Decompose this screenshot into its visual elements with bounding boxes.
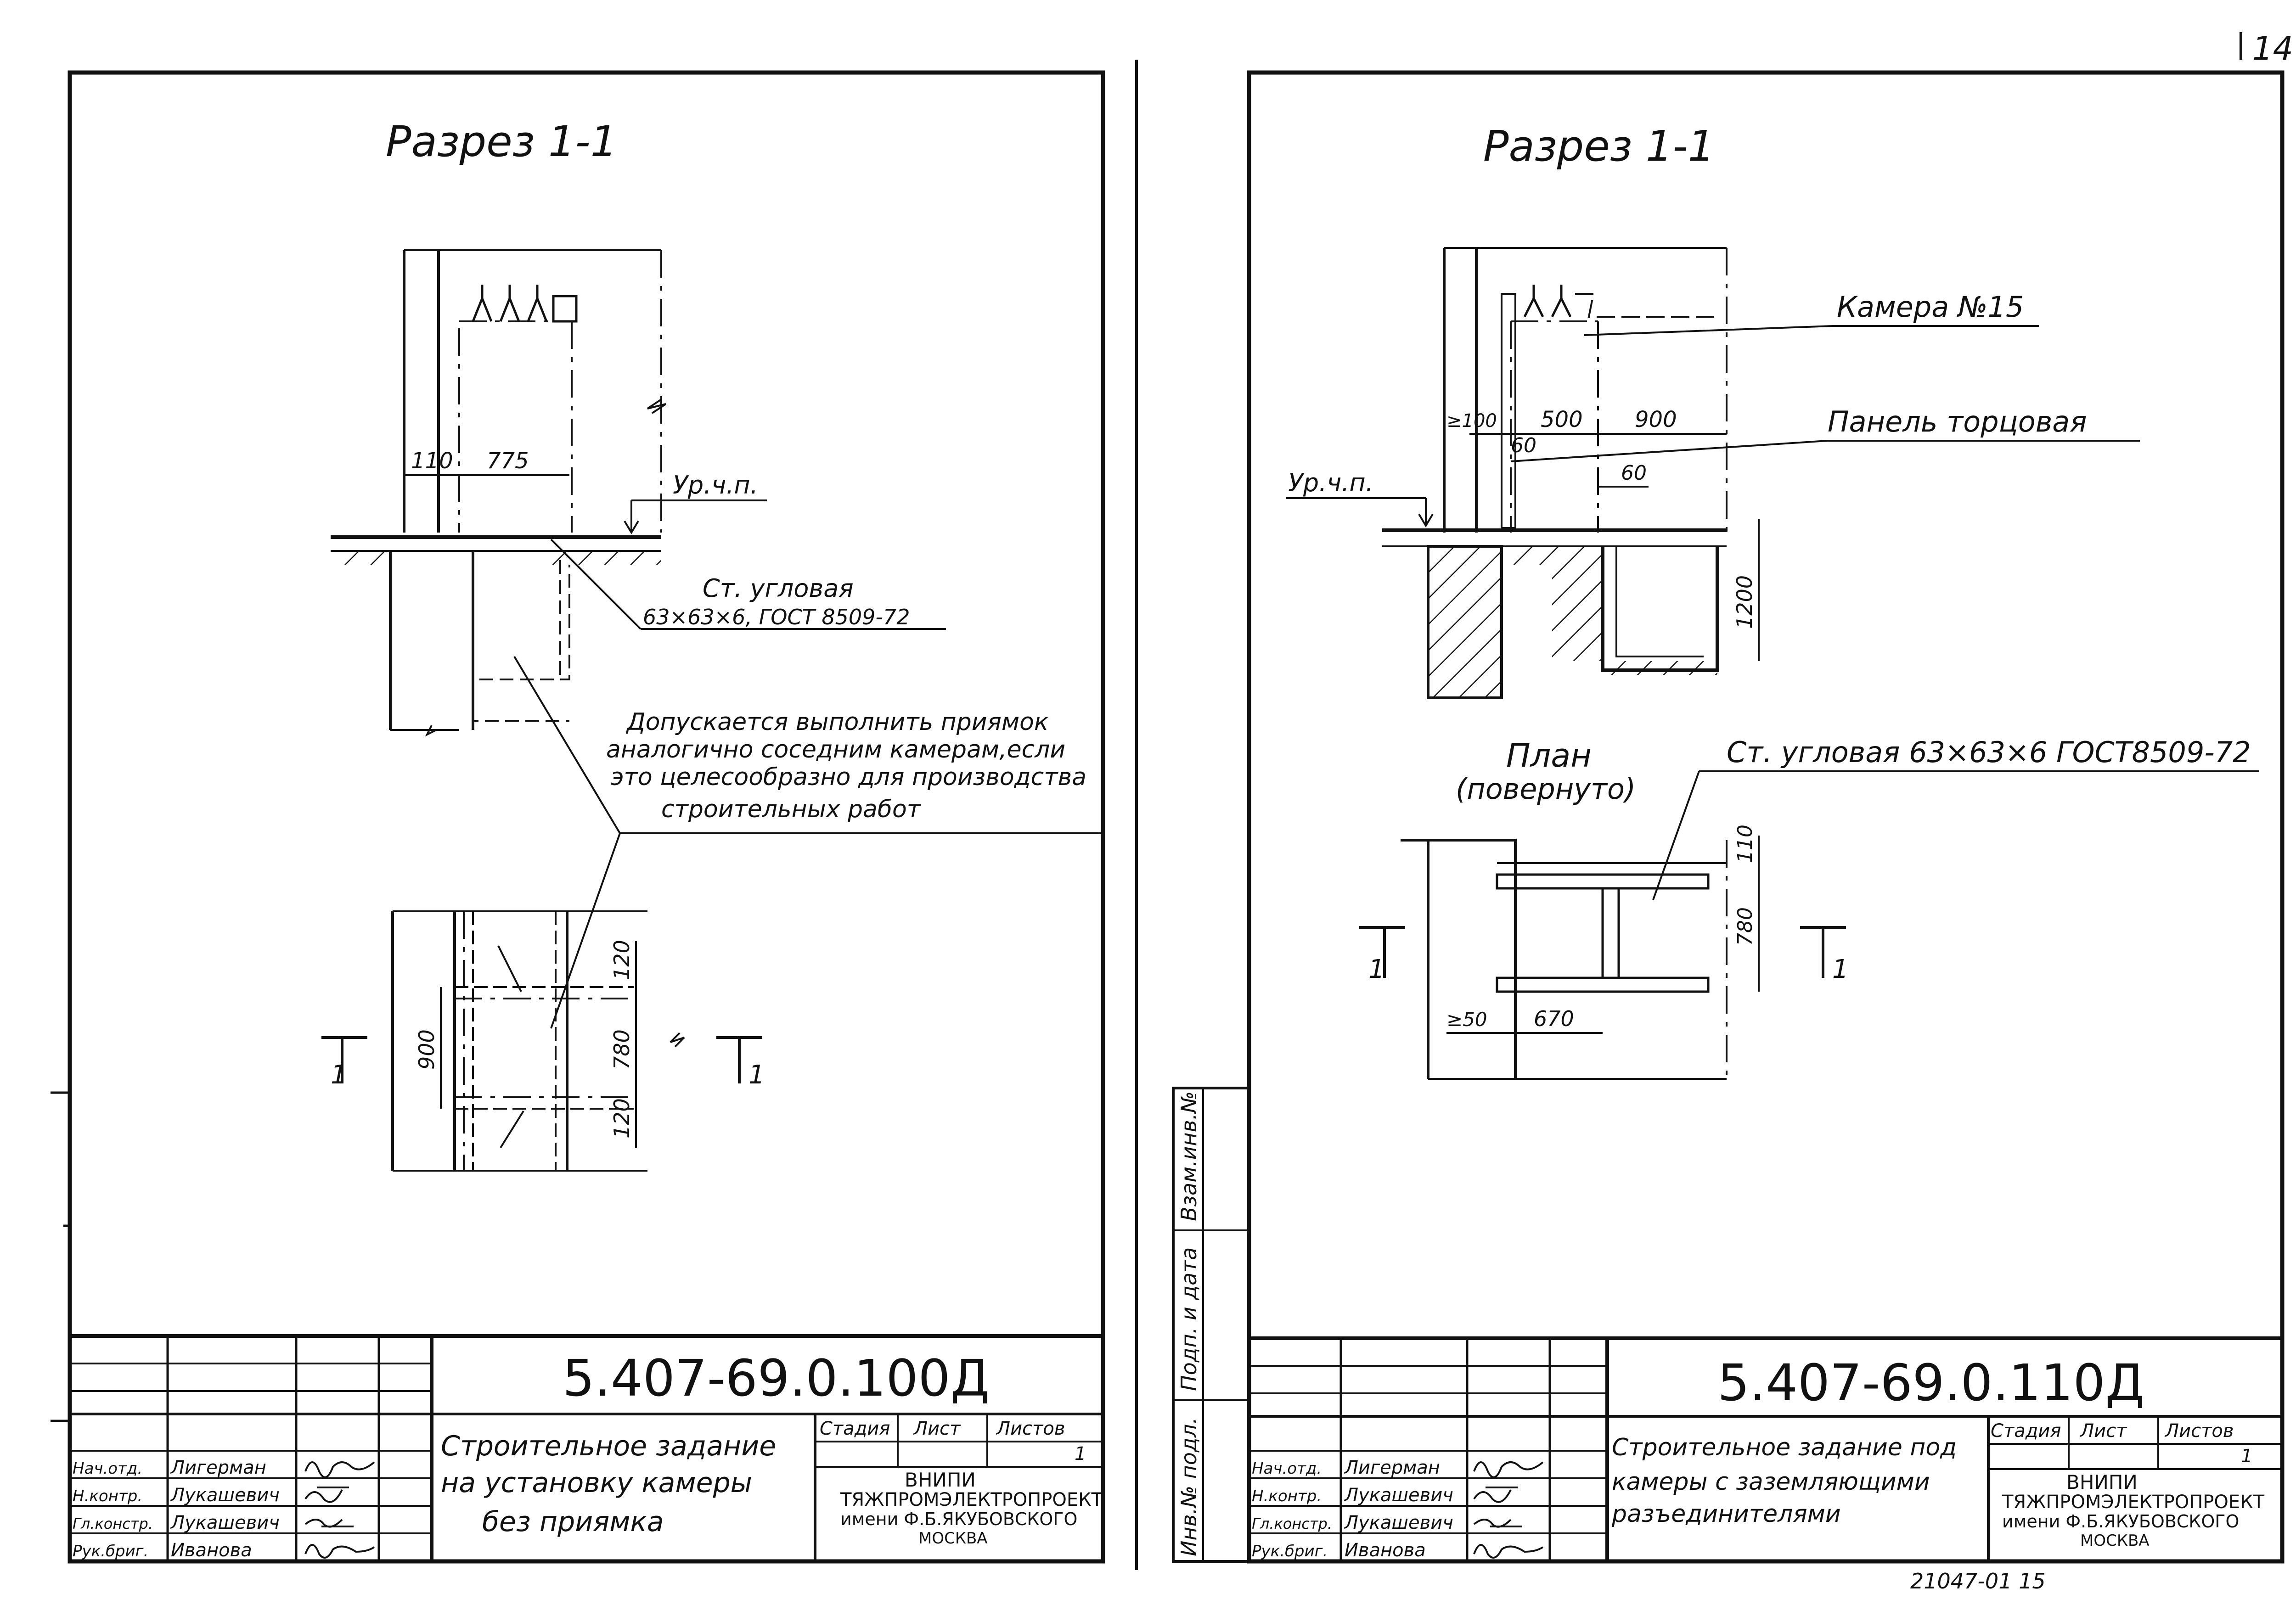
svg-text:780: 780 [609,1029,634,1070]
svg-text:Лукашевич: Лукашевич [1344,1512,1453,1533]
right-camera-label: Камера №15 [1837,290,2024,324]
left-dim-775: 775 [487,448,529,474]
left-plan-drawing: 900 120 780 120 1 1 [321,910,765,1172]
page-number: 14 [2252,30,2293,67]
svg-text:Н.контр.: Н.контр. [73,1487,142,1505]
left-level-label: Ур.ч.п. [673,471,758,499]
svg-text:Н.контр.: Н.контр. [1252,1487,1322,1505]
svg-text:Лукашевич: Лукашевич [170,1485,280,1506]
svg-text:60: 60 [1511,434,1536,457]
svg-text:аналогично соседним камерам,ес: аналогично соседним камерам,если [606,736,1065,763]
svg-text:120: 120 [609,1098,634,1139]
right-frame [1247,70,2285,1564]
svg-text:1: 1 [1075,1443,1086,1464]
right-doc-title-1: Строительное задание под [1612,1434,1957,1461]
svg-text:1: 1 [1368,954,1385,984]
left-cut-mark-l: 1 [331,1060,347,1090]
left-doc-title-1: Строительное задание [441,1430,776,1462]
svg-text:строительных работ: строительных работ [661,796,922,823]
svg-text:Лист: Лист [2079,1420,2127,1442]
left-doc-title-3: без приямка [482,1506,664,1538]
right-section-drawing: Камера №15 Панель торцовая ≥100 500 900 … [1286,247,2140,699]
right-panel-label: Панель торцовая [1828,405,2087,438]
left-doc-title-2: на установку камеры [441,1467,752,1499]
svg-text:Лукашевич: Лукашевич [170,1512,280,1533]
svg-text:Лукашевич: Лукашевич [1344,1485,1453,1506]
svg-text:1200: 1200 [1732,575,1757,629]
svg-text:Иванова: Иванова [171,1540,252,1561]
left-section-title: Разрез 1-1 [386,117,617,166]
left-dim-110: 110 [411,448,453,474]
right-sheet: Взам.инв.№ Подп. и дата Инв.№ подл. Разр… [1172,70,2285,1594]
svg-text:ВНИПИ: ВНИПИ [2066,1471,2138,1493]
svg-text:≥100: ≥100 [1446,410,1497,432]
svg-text:Лигерман: Лигерман [1344,1457,1440,1478]
svg-text:Допускается выполнить приямок: Допускается выполнить приямок [626,708,1049,736]
left-frame [68,70,1105,1564]
svg-text:Гл.констр.: Гл.констр. [73,1515,153,1532]
right-angle-label: Ст. угловая 63×63×6 ГОСТ8509-72 [1727,735,2251,769]
left-dim-900: 900 [414,1029,439,1070]
left-section-drawing: 110 775 Ур.ч.п. Ст. угловая 63×63×6, ГОС… [331,249,946,737]
svg-text:Стадия: Стадия [820,1418,890,1439]
svg-text:1: 1 [2241,1446,2252,1467]
svg-text:Рук.бриг.: Рук.бриг. [73,1542,148,1560]
svg-text:110: 110 [1733,825,1757,863]
svg-text:Иванова: Иванова [1345,1540,1426,1561]
left-note: Допускается выполнить приямок аналогично… [513,656,1103,1029]
svg-text:Нач.отд.: Нач.отд. [73,1459,142,1478]
right-plan-title: План [1506,737,1592,774]
svg-text:Нач.отд.: Нач.отд. [1252,1459,1322,1478]
svg-text:ТЯЖПРОМЭЛЕКТРОПРОЕКТ: ТЯЖПРОМЭЛЕКТРОПРОЕКТ [840,1489,1103,1510]
left-signatures [304,1461,375,1559]
right-title-block: 5.407-69.0.110Д Строительное задание под… [1249,1336,2282,1561]
svg-text:имени Ф.Б.ЯКУБОВСКОГО: имени Ф.Б.ЯКУБОВСКОГО [2002,1511,2239,1532]
svg-text:Подп. и дата: Подп. и дата [1176,1247,1201,1391]
right-plan-drawing: План (повернуто) Ст. угловая 63×63×6 ГОС… [1359,735,2259,1080]
right-signatures [1473,1461,1544,1559]
svg-text:Листов: Листов [2164,1420,2234,1442]
right-doc-title-2: камеры с заземляющими [1612,1468,1930,1496]
svg-text:120: 120 [609,940,634,980]
right-plan-subtitle: (повернуто) [1456,772,1636,806]
svg-text:780: 780 [1733,907,1757,946]
svg-text:500: 500 [1541,407,1583,432]
svg-text:Гл.констр.: Гл.констр. [1252,1515,1332,1532]
left-cut-mark-r: 1 [748,1060,765,1090]
svg-text:Стадия: Стадия [1991,1420,2061,1442]
left-sheet: Разрез 1-1 [51,70,1105,1564]
left-doc-code: 5.407-69.0.100Д [563,1349,990,1408]
svg-text:Взам.инв.№: Взам.инв.№ [1176,1091,1201,1221]
svg-text:670: 670 [1534,1006,1574,1031]
svg-text:ВНИПИ: ВНИПИ [905,1469,976,1491]
right-level-label: Ур.ч.п. [1288,468,1373,497]
svg-text:Лист: Лист [913,1418,961,1439]
right-section-title: Разрез 1-1 [1483,122,1715,171]
svg-text:900: 900 [1635,407,1677,432]
svg-text:МОСКВА: МОСКВА [918,1529,988,1548]
svg-text:ТЯЖПРОМЭЛЕКТРОПРОЕКТ: ТЯЖПРОМЭЛЕКТРОПРОЕКТ [2002,1492,2265,1513]
right-doc-title-3: разъединителями [1611,1500,1841,1528]
svg-text:≥50: ≥50 [1446,1008,1487,1031]
side-stamp: Взам.инв.№ Подп. и дата Инв.№ подл. [1172,1087,1250,1563]
svg-text:1: 1 [1832,954,1849,984]
svg-text:Лигерман: Лигерман [170,1457,266,1478]
svg-text:60: 60 [1621,461,1647,485]
left-angle-label-1: Ст. угловая [703,574,854,603]
svg-text:МОСКВА: МОСКВА [2080,1532,2150,1550]
svg-text:это целесообразно для производ: это целесообразно для производства [611,763,1086,791]
svg-text:имени Ф.Б.ЯКУБОВСКОГО: имени Ф.Б.ЯКУБОВСКОГО [840,1509,1077,1529]
svg-text:Инв.№ подл.: Инв.№ подл. [1176,1417,1201,1556]
left-angle-label-2: 63×63×6, ГОСТ 8509-72 [643,605,910,629]
svg-text:Листов: Листов [996,1418,1065,1439]
svg-text:Рук.бриг.: Рук.бриг. [1252,1542,1328,1560]
footer-note: 21047-01 15 [1910,1569,2046,1594]
right-doc-code: 5.407-69.0.110Д [1717,1353,2144,1412]
left-title-block: 5.407-69.0.100Д Строительное задание на … [70,1334,1103,1561]
